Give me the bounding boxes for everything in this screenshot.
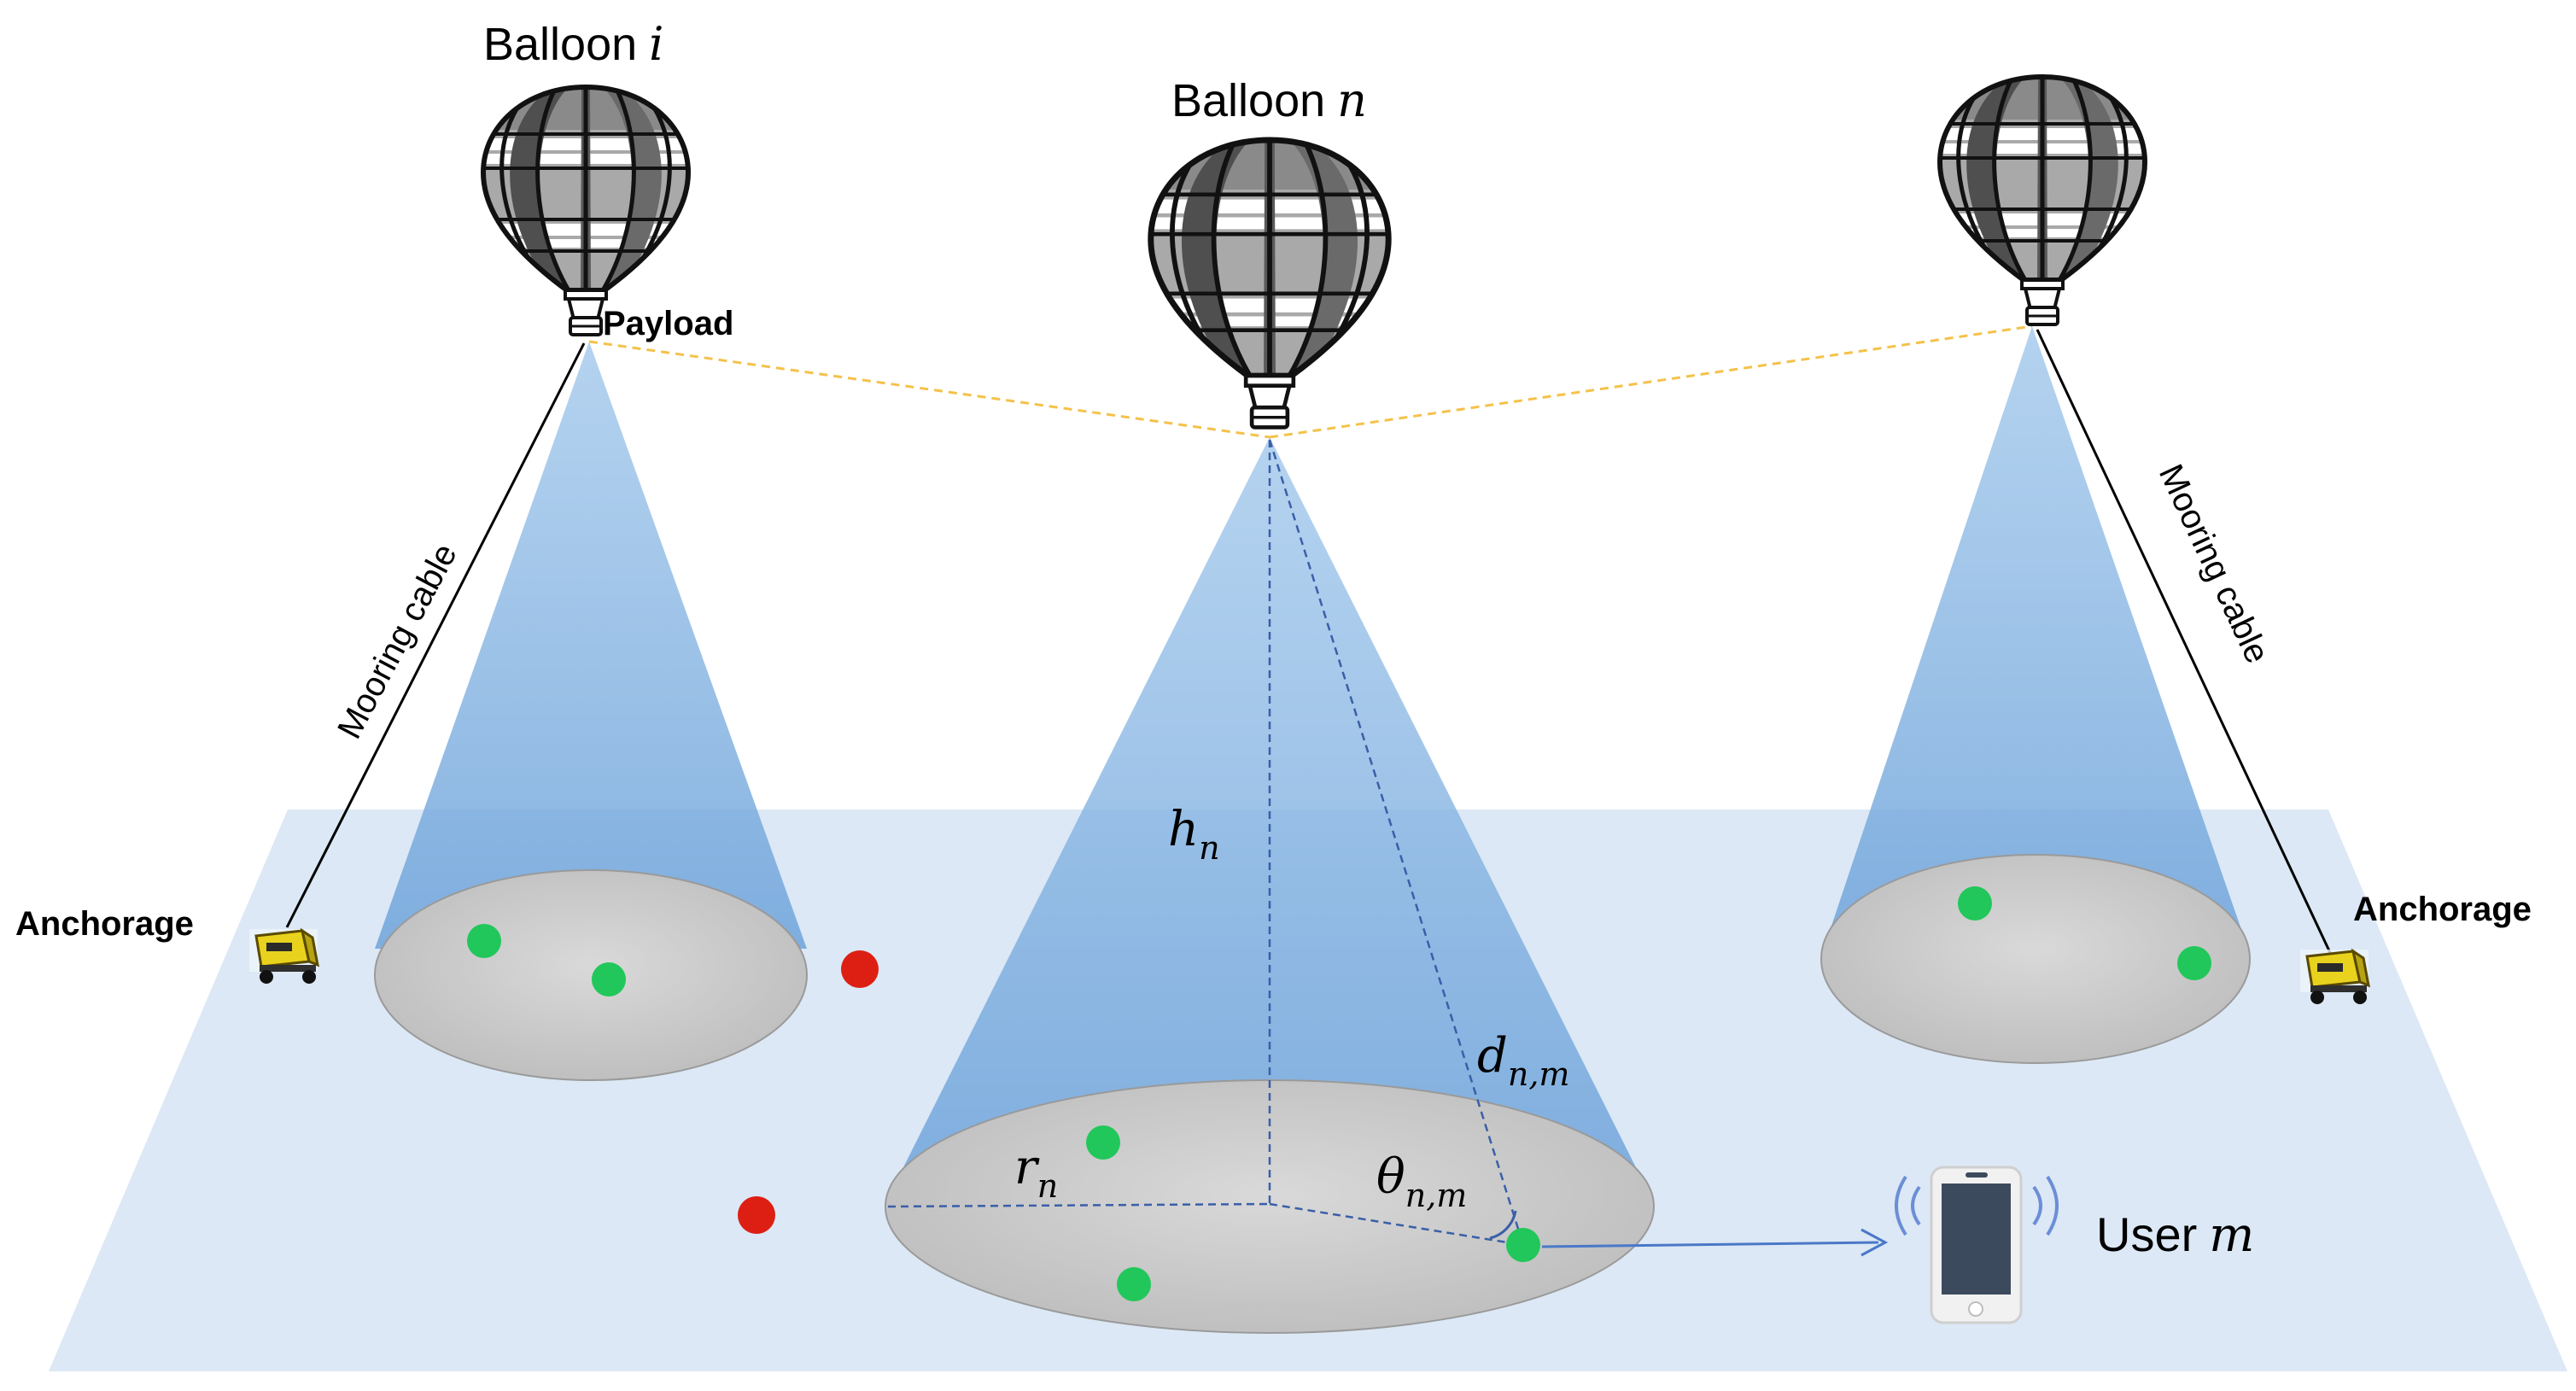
angle-label: θn,m	[1376, 1149, 1467, 1214]
unserved-users	[738, 950, 879, 1234]
user-arrow-head	[1860, 1228, 1889, 1257]
mooring-cable-right-line	[2036, 329, 2334, 959]
user-dot	[467, 924, 501, 958]
mooring-cable-right-label: Mooring cable	[2152, 459, 2276, 669]
user-dot	[841, 950, 879, 988]
user-dot	[1117, 1267, 1151, 1301]
user-m-dot	[1506, 1228, 1540, 1262]
inter-balloon-links	[588, 324, 2033, 439]
coverage-disk-right	[1820, 854, 2251, 1064]
angle-arc	[1489, 1210, 1517, 1240]
mooring-cable-left-label: Mooring cable	[330, 538, 464, 745]
balloon-right	[1931, 68, 2153, 324]
coverage-disk-center	[885, 1079, 1655, 1334]
coverage-disk-left	[374, 869, 808, 1081]
user-dot	[1086, 1125, 1120, 1160]
mooring-cable-left-line	[285, 342, 586, 928]
radius-label: rn	[1014, 1140, 1058, 1205]
distance-label: dn,m	[1477, 1028, 1569, 1093]
anchorage-left-label: Anchorage	[15, 905, 194, 943]
geometry-lines	[887, 439, 1525, 1247]
user-dot	[2177, 946, 2211, 980]
user-dot	[592, 962, 626, 996]
beam-right	[1821, 326, 2251, 956]
anchorage-right-label: Anchorage	[2353, 891, 2532, 928]
beam-center	[886, 437, 1653, 1201]
beam-left	[375, 342, 807, 949]
user-arrow-line	[1541, 1241, 1879, 1248]
balloon-n	[1141, 130, 1399, 427]
balloon-i	[475, 79, 697, 335]
served-users	[467, 886, 2211, 1301]
user-dot	[1958, 886, 1992, 921]
payload-label: Payload	[603, 305, 733, 342]
phone-icon	[1895, 1166, 2059, 1324]
ground-distance-line	[1269, 1202, 1524, 1247]
height-label: hn	[1168, 802, 1220, 867]
user-dot	[738, 1196, 775, 1234]
